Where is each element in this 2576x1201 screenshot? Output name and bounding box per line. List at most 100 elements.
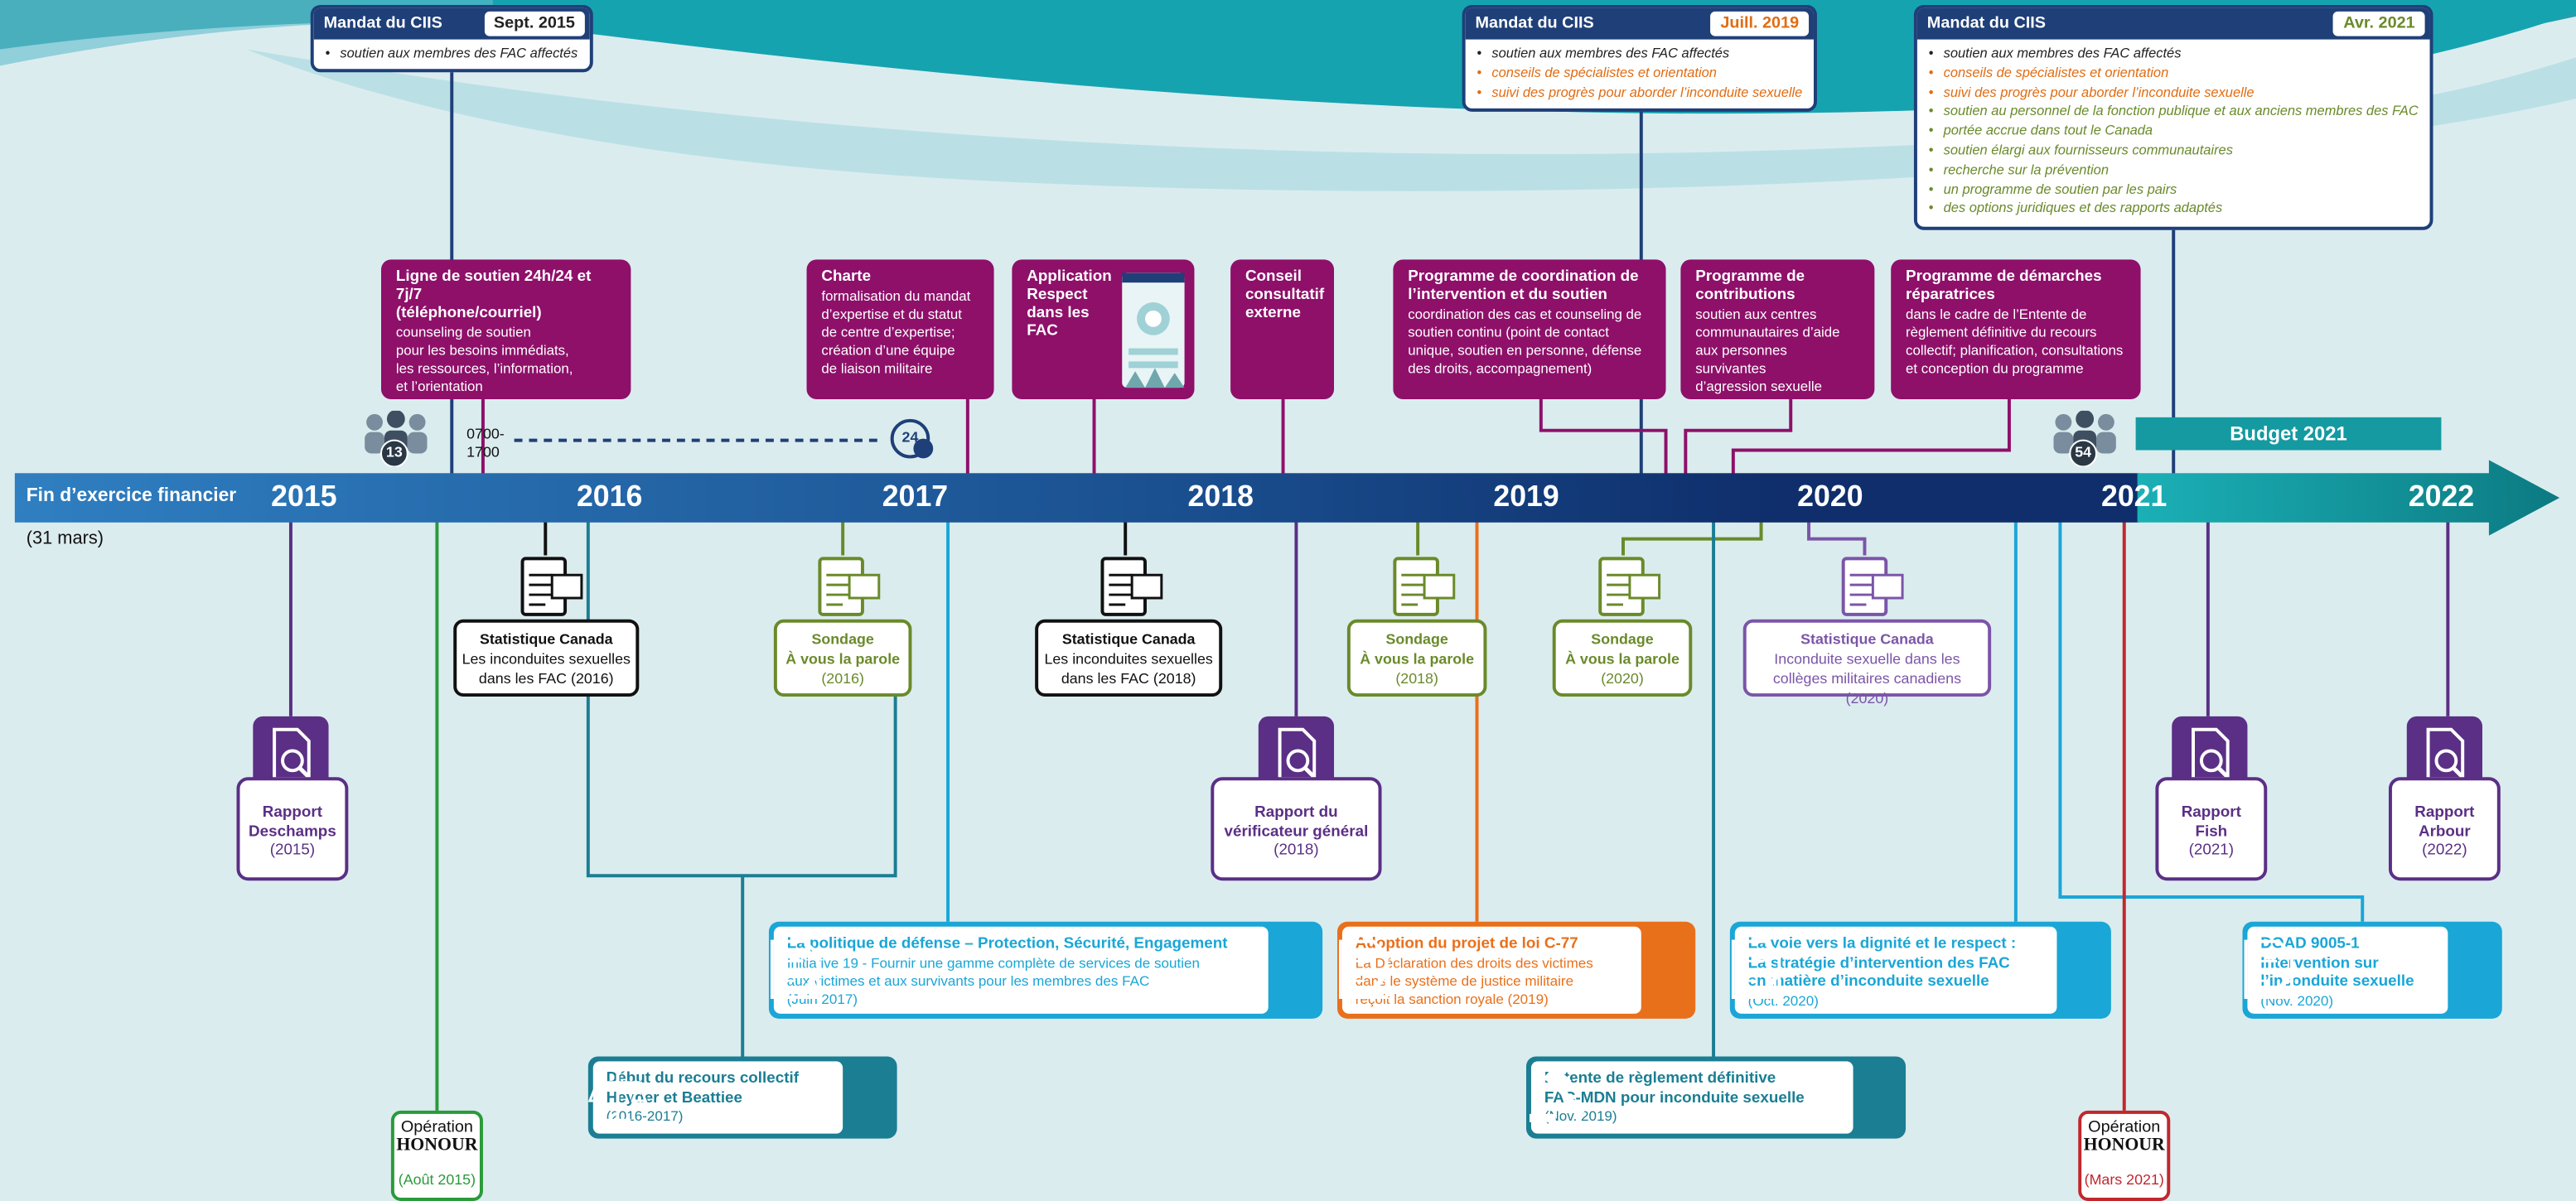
- policy-doad: DOAD 9005-1 Intervention sur l’inconduit…: [2242, 921, 2502, 1019]
- mandat-item: suivi des progrès pour aborder l’incondu…: [1477, 83, 1807, 102]
- mandat-item: soutien aux membres des FAC affectés: [1477, 45, 1807, 64]
- mandat-item: conseils de spécialistes et orientation: [1477, 64, 1807, 83]
- program-desc: coordination des cas et counseling de so…: [1408, 305, 1642, 377]
- policy-body: Initiative 19 - Fournir une gamme complè…: [786, 953, 1200, 1006]
- mandat-item: un programme de soutien par les pairs: [1929, 180, 2424, 199]
- policy-c77: Adoption du projet de loi C-77La Déclara…: [1336, 921, 1696, 1019]
- budget-2021-label: Budget 2021: [2230, 422, 2347, 446]
- document-pen-icon: [1338, 939, 1392, 1000]
- survey-avlp-2018: Sondage À vous la parole (2018): [1346, 619, 1487, 697]
- survey-title: Sondage À vous la parole: [1565, 630, 1679, 668]
- survey-body: Les inconduites sexuelles dans les FAC (…: [1044, 650, 1213, 687]
- people-icon: [365, 410, 428, 467]
- report-fish: Rapport Fish (2021): [2155, 777, 2268, 881]
- year-2016: 2016: [576, 480, 643, 513]
- survey-title: Sondage À vous la parole: [785, 630, 901, 668]
- phone-app-icon: [1122, 273, 1185, 388]
- mandat-item: soutien élargi aux fournisseurs communau…: [1929, 142, 2424, 161]
- mandat-item: recherche sur la prévention: [1929, 161, 2424, 180]
- program-title: Programme de coordination de l’intervent…: [1408, 268, 1639, 304]
- operation-label: Opération: [2088, 1118, 2161, 1137]
- people-count-13: 13: [385, 443, 403, 461]
- survey-body: (2020): [1601, 670, 1644, 687]
- year-2018: 2018: [1187, 480, 1254, 513]
- clipboard-icon-black: [1100, 557, 1163, 616]
- year-2021: 2021: [2100, 480, 2168, 513]
- hours-label: 0700- 1700: [466, 425, 505, 461]
- year-2015: 2015: [271, 480, 337, 513]
- report-title: Rapport Arbour: [2414, 803, 2475, 841]
- survey-body: (2016): [821, 670, 864, 687]
- mandat-item: suivi des progrès pour aborder l’incondu…: [1929, 83, 2424, 102]
- policy-title: La voie vers la dignité et le respect : …: [1747, 934, 2017, 991]
- survey-title: Statistique Canada: [1061, 630, 1196, 648]
- program-title: Charte: [821, 268, 872, 287]
- program-support-line: Ligne de soutien 24h/24 et 7j/7 (télépho…: [381, 259, 631, 400]
- survey-statcan-2016: Statistique Canada Les inconduites sexue…: [453, 619, 640, 697]
- clock-24-label: 24: [901, 428, 919, 446]
- survey-title: Sondage À vous la parole: [1360, 630, 1475, 668]
- clipboard-icon-green: [1393, 557, 1456, 616]
- program-app-respect: Application Respect dans les FAC: [1012, 259, 1195, 400]
- people-count-54: 54: [2075, 443, 2092, 461]
- program-title: Application Respect dans les FAC: [1027, 268, 1112, 340]
- clock-24-7-icon: 24: [887, 417, 936, 461]
- program-title: Programme de contributions: [1695, 268, 1805, 304]
- program-title: Conseil consultatif externe: [1245, 268, 1325, 322]
- operation-honour-2015: Opération HONOUR (Août 2015): [390, 1110, 483, 1201]
- operation-date: (Août 2015): [398, 1171, 476, 1189]
- program-charte: Charte formalisation du mandat d’experti…: [806, 259, 994, 400]
- mandat-2021: Mandat du CIIS Avr. 2021 soutien aux memb…: [1913, 4, 2433, 230]
- report-title: Rapport Fish: [2181, 803, 2241, 841]
- document-pen-icon: [1731, 939, 1785, 1000]
- document-pen-icon: [770, 939, 824, 1000]
- mandat-item: soutien aux membres des FAC affectés: [326, 45, 582, 64]
- year-2022: 2022: [2408, 480, 2475, 513]
- class-action-heyder: Début du recours collectif Heyder et Bea…: [587, 1056, 897, 1139]
- report-year: (2021): [2188, 841, 2235, 860]
- operation-honour-logo: HONOUR: [2083, 1135, 2165, 1155]
- report-title: Rapport Deschamps: [249, 803, 336, 841]
- survey-statcan-2018: Statistique Canada Les inconduites sexue…: [1035, 619, 1223, 697]
- program-desc: formalisation du mandat d’expertise et d…: [821, 287, 971, 377]
- survey-statcan-2020: Statistique Canada Inconduite sexuelle d…: [1742, 619, 1992, 707]
- mandat-date: Juill. 2019: [1710, 11, 1810, 36]
- people-icon: [2053, 410, 2116, 467]
- operation-label: Opération: [400, 1118, 473, 1137]
- program-coordination: Programme de coordination de l’intervent…: [1393, 259, 1666, 400]
- clipboard-icon-green: [1598, 557, 1661, 616]
- survey-avlp-2016: Sondage À vous la parole (2016): [773, 619, 912, 697]
- clipboard-icon-green: [818, 557, 881, 616]
- mandat-title: Mandat du CIIS: [323, 14, 442, 33]
- survey-title: Statistique Canada: [1800, 630, 1934, 648]
- document-pen-icon: [2244, 939, 2298, 1000]
- year-2017: 2017: [882, 480, 949, 513]
- report-year: (2022): [2422, 841, 2467, 860]
- mandat-title: Mandat du CIIS: [1926, 14, 2047, 33]
- people-icon-54: 54: [2049, 410, 2121, 467]
- report-title: Rapport du vérificateur général: [1224, 803, 1369, 841]
- mandat-item: soutien aux membres des FAC affectés: [1929, 45, 2424, 64]
- mandat-date: Avr. 2021: [2333, 11, 2425, 36]
- year-2020: 2020: [1797, 480, 1863, 513]
- clipboard-icon-black: [520, 557, 583, 616]
- program-desc: dans le cadre de l’Entente de règlement …: [1906, 305, 2124, 377]
- survey-body: (2018): [1395, 670, 1438, 687]
- report-verificateur-general: Rapport du vérificateur général (2018): [1211, 777, 1382, 881]
- program-contributions: Programme de contributions soutien aux c…: [1680, 259, 1875, 400]
- clipboard-icon-purple: [1841, 557, 1904, 616]
- policy-title: La politique de défense – Protection, Sé…: [786, 934, 1228, 953]
- program-title: Ligne de soutien 24h/24 et 7j/7 (télépho…: [395, 268, 592, 322]
- operation-honour-2021: Opération HONOUR (Mars 2021): [2078, 1110, 2171, 1201]
- policy-voie-dignite: La voie vers la dignité et le respect : …: [1729, 921, 2111, 1019]
- operation-honour-logo: HONOUR: [396, 1135, 478, 1155]
- program-demarches-reparatrices: Programme de démarches réparatrices dans…: [1891, 259, 2141, 400]
- settlement-agreement: Entente de règlement définitive FAC-MDN …: [1526, 1056, 1907, 1139]
- mandat-item: portée accrue dans tout le Canada: [1929, 122, 2424, 141]
